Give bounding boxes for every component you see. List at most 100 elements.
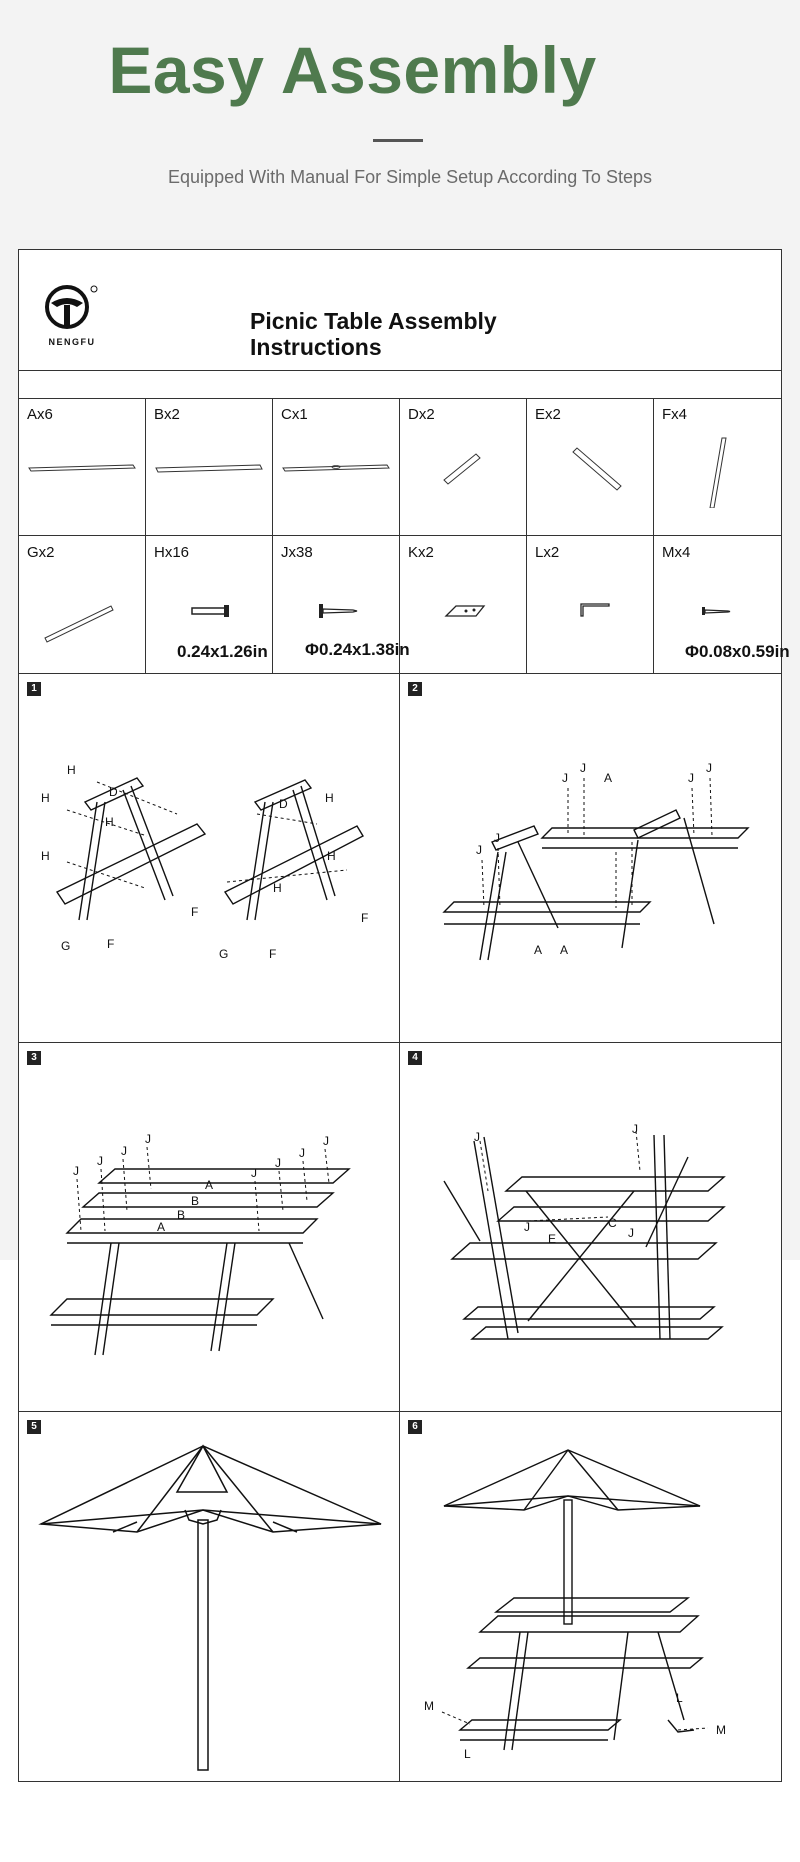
part-b-icon: [155, 464, 263, 473]
step-4-diagram: J J C E J J: [443, 1122, 726, 1340]
callout-label: F: [107, 937, 114, 951]
page-subtitle: Equipped With Manual For Simple Setup Ac…: [168, 167, 652, 187]
umbrella-icon: [38, 1444, 382, 1771]
part-label: Lx2: [535, 544, 560, 561]
bracket-icon: [444, 605, 486, 617]
callout-label: J: [688, 771, 694, 785]
callout-label: J: [580, 761, 586, 775]
callout-label: F: [191, 905, 198, 919]
callout-label: C: [608, 1216, 617, 1230]
callout-label: M: [716, 1723, 726, 1737]
part-label: Ax6: [27, 406, 53, 423]
callout-label: H: [67, 763, 76, 777]
part-label: Gx2: [27, 544, 55, 561]
callout-label: J: [632, 1122, 638, 1136]
callout-label: L: [464, 1747, 471, 1761]
callout-label: E: [548, 1232, 556, 1246]
part-b: Bx2: [146, 398, 273, 536]
parts-grid: Ax6 Bx2 Cx1 Dx2 Ex2: [19, 398, 790, 674]
callout-label: J: [494, 831, 500, 845]
callout-label: A: [534, 943, 542, 957]
step-number: 6: [408, 1420, 422, 1434]
screw-icon: [319, 604, 358, 618]
step-number: 1: [27, 682, 41, 696]
callout-label: J: [145, 1132, 151, 1146]
callout-label: H: [41, 849, 50, 863]
part-c: Cx1: [273, 398, 400, 536]
callout-label: G: [219, 947, 228, 961]
step-1-panel: 1 H H H D H G: [19, 674, 400, 1043]
callout-label: F: [361, 911, 368, 925]
callout-label: J: [121, 1144, 127, 1158]
hex-key-icon: [580, 603, 610, 617]
dimension-m: Φ0.08x0.59in: [685, 642, 790, 661]
callout-label: A: [604, 771, 612, 785]
brand-logo-icon: [45, 285, 98, 329]
callout-label: J: [474, 1130, 480, 1144]
part-e-icon: [572, 447, 622, 491]
part-label: Cx1: [281, 406, 308, 423]
step-3-diagram: J J J J J J J J A B B A: [49, 1132, 351, 1356]
callout-label: M: [424, 1699, 434, 1713]
brand-name: NENGFU: [48, 337, 96, 347]
doc-title-line1: Picnic Table Assembly: [250, 308, 497, 334]
callout-label: H: [327, 849, 336, 863]
step-4-panel: 4 J J C E J: [400, 1043, 781, 1412]
sheet-header: NENGFU Picnic Table Assembly Instruction…: [19, 250, 781, 371]
callout-label: D: [279, 797, 288, 811]
callout-label: J: [73, 1164, 79, 1178]
callout-label: B: [177, 1208, 185, 1222]
dimension-j: Φ0.24x1.38in: [305, 640, 410, 659]
part-g-icon: [44, 605, 114, 643]
step-5-panel: 5: [19, 1412, 400, 1781]
callout-label: J: [299, 1146, 305, 1160]
callout-label: L: [676, 1691, 683, 1705]
part-a-icon: [28, 464, 136, 472]
step-6-diagram: M L L M: [424, 1449, 726, 1761]
callout-label: A: [205, 1178, 213, 1192]
part-e: Ex2: [527, 398, 654, 536]
callout-label: J: [628, 1226, 634, 1240]
callout-label: J: [323, 1134, 329, 1148]
part-f: Fx4: [654, 398, 781, 536]
part-label: Jx38: [281, 544, 313, 561]
dimension-h: 0.24x1.26in: [177, 642, 268, 661]
callout-label: G: [61, 939, 70, 953]
step-6-panel: 6 M L L: [400, 1412, 781, 1781]
step-number: 3: [27, 1051, 41, 1065]
callout-label: J: [97, 1154, 103, 1168]
small-screw-icon: [702, 607, 731, 615]
callout-label: J: [706, 761, 712, 775]
part-j: Jx38: [273, 536, 400, 674]
step-1-diagram: H H H D H G F F D H H H G F F: [41, 763, 368, 961]
callout-label: J: [524, 1220, 530, 1234]
step-2-panel: 2 J J A J: [400, 674, 781, 1043]
step-2-diagram: J J A J J J J A A: [442, 761, 750, 961]
sheet-header-spacer: [19, 370, 781, 399]
step-3-panel: 3 J J J J J J: [19, 1043, 400, 1412]
bolt-icon: [191, 605, 229, 617]
part-k: Kx2: [400, 536, 527, 674]
callout-label: H: [273, 881, 282, 895]
part-label: Hx16: [154, 544, 190, 561]
doc-title-line2: Instructions: [250, 334, 382, 360]
callout-label: J: [476, 843, 482, 857]
part-d: Dx2: [400, 398, 527, 536]
part-label: Dx2: [408, 406, 435, 423]
step-number: 2: [408, 682, 422, 696]
doc-title: Picnic Table Assembly Instructions: [250, 308, 570, 360]
part-f-icon: [709, 437, 727, 508]
part-label: Fx4: [662, 406, 688, 423]
part-label: Kx2: [408, 544, 434, 561]
part-label: Mx4: [662, 544, 691, 561]
title-divider: [373, 139, 423, 142]
callout-label: F: [269, 947, 276, 961]
instruction-sheet: NENGFU Picnic Table Assembly Instruction…: [18, 249, 790, 1782]
callout-label: J: [275, 1156, 281, 1170]
step-number: 5: [27, 1420, 41, 1434]
callout-label: A: [157, 1220, 165, 1234]
part-a: Ax6: [19, 398, 146, 536]
callout-label: H: [105, 815, 114, 829]
callout-label: D: [109, 785, 118, 799]
part-m: Mx4: [654, 536, 781, 674]
